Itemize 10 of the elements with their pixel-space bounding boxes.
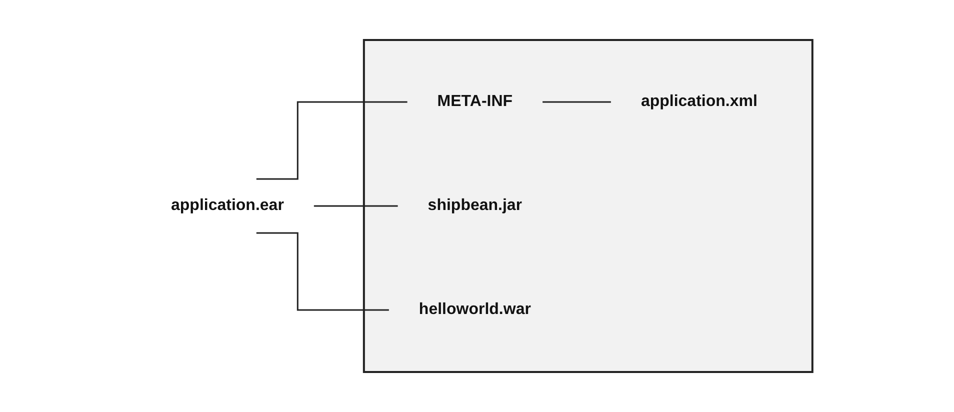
connector xyxy=(314,205,398,207)
node-text: shipbean.jar xyxy=(428,197,522,214)
cluster xyxy=(363,39,814,373)
node-text: application.xml xyxy=(641,93,758,110)
connector xyxy=(256,232,390,311)
node-text: META-INF xyxy=(438,93,513,110)
connector xyxy=(542,101,612,103)
node-text: helloworld.war xyxy=(419,301,532,318)
connector xyxy=(256,101,408,180)
node-text: application.ear xyxy=(171,197,284,214)
